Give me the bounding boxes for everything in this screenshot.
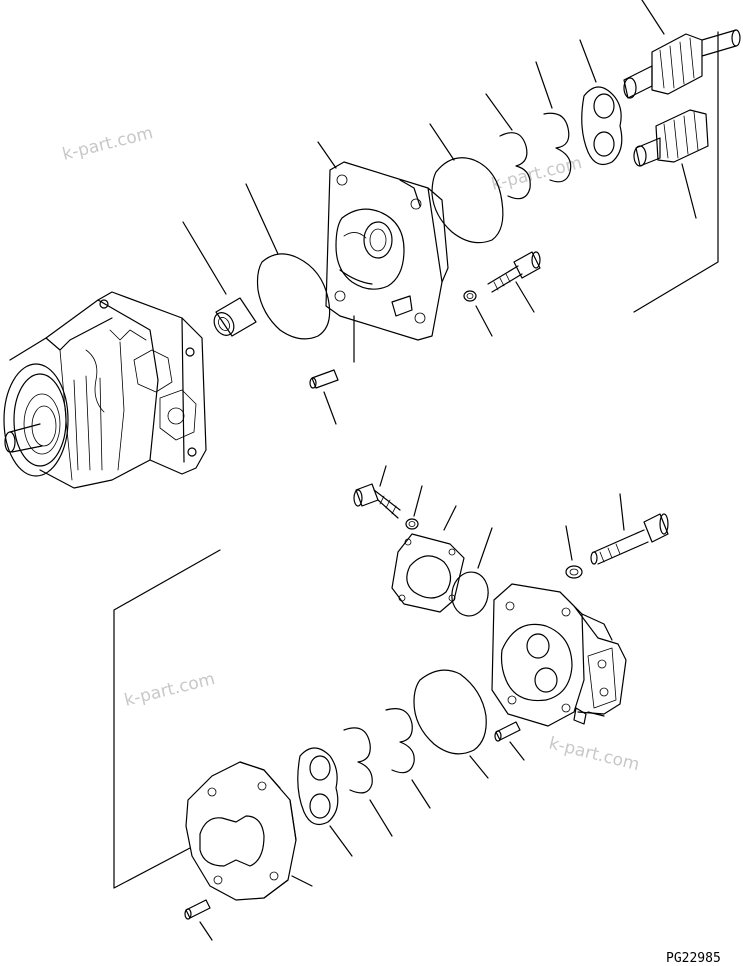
needle-bearing [182,221,257,337]
lower-assembly-bracket [113,549,221,889]
bolt-lower-small [353,465,401,519]
snap-ring-lower-2 [343,727,393,837]
washer-lower-right [565,525,583,579]
dowel-pin-lower-left [184,899,213,941]
rear-pump-housing [491,583,627,727]
drive-gear-shaft [623,0,741,99]
gasket-upper-left [245,183,331,340]
washer-lower-small [405,485,423,530]
bolt-lower-long [590,493,669,565]
driven-gear-shaft [633,109,709,219]
dowel-pin-lower-right [494,721,525,761]
bearing-plate-upper [579,39,623,165]
watermark-4: k-part.com [547,733,642,775]
front-cover-plate [317,141,449,363]
washer-upper [463,290,493,337]
snap-ring-upper-1 [485,93,531,200]
drawing-code: PG22985 [666,951,721,966]
watermark-1: k-part.com [60,123,155,165]
o-ring-lower-small [451,527,493,617]
flange-plate-lower [391,505,465,613]
pump-main-body [3,291,207,489]
dowel-pin-upper [309,369,339,425]
snap-ring-upper-2 [535,61,572,183]
bearing-plate-lower [297,747,353,857]
snap-ring-lower-1 [385,708,431,809]
upper-assembly-bracket [633,31,719,313]
gasket-lower [413,669,489,779]
gasket-upper-right [429,123,504,244]
bolt-upper [487,251,541,313]
gear-housing-lower [185,761,313,901]
watermark-3: k-part.com [122,669,217,711]
